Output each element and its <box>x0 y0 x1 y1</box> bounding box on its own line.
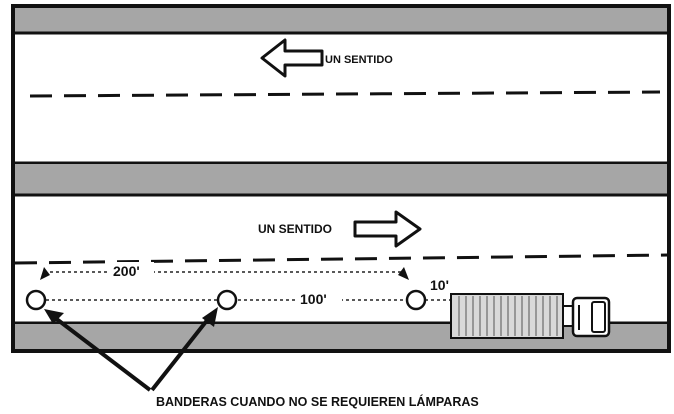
dimension-label-100: 100' <box>300 291 327 307</box>
pointer-arrow-flag-2 <box>150 312 214 392</box>
truck-trailer <box>450 293 564 339</box>
pointer-arrowhead-flag-1 <box>44 309 64 324</box>
truck-icon <box>450 293 611 339</box>
dimension-label-10: 10' <box>430 277 449 293</box>
lower-lane-divider <box>14 253 669 265</box>
upper-lane-divider <box>29 90 661 98</box>
warning-flag-1 <box>25 289 47 311</box>
dimension-arrowhead-left <box>40 267 50 280</box>
warning-flag-3 <box>405 289 427 311</box>
pointer-arrow-flag-1 <box>48 312 152 392</box>
warning-flag-2 <box>216 289 238 311</box>
median <box>15 164 667 194</box>
truck-trailer-ribs <box>458 296 558 336</box>
arrow-left-icon <box>260 38 324 78</box>
truck-windshield <box>591 301 606 333</box>
bottom-shoulder <box>15 324 667 349</box>
upper-lane-label: UN SENTIDO <box>325 54 393 66</box>
truck-hitch <box>562 305 574 327</box>
pointer-arrowhead-flag-2 <box>202 307 218 327</box>
caption: BANDERAS CUANDO NO SE REQUIEREN LÁMPARAS <box>156 394 479 409</box>
dimension-label-bg-200 <box>110 262 154 278</box>
top-shoulder <box>15 8 667 32</box>
dimension-arrowhead-right <box>398 267 409 280</box>
arrow-right-icon <box>353 210 422 248</box>
dimension-label-bg-100 <box>298 290 342 306</box>
dimension-label-200: 200' <box>113 263 140 279</box>
lower-lane-label: UN SENTIDO <box>258 222 332 236</box>
